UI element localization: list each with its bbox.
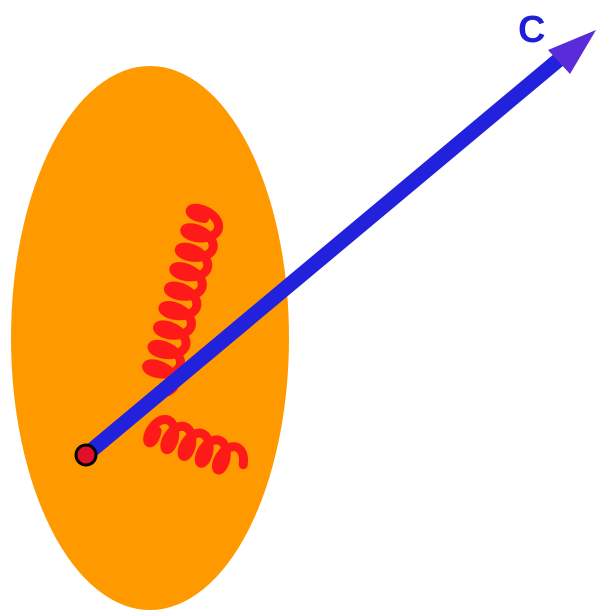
- red-coils: [142, 203, 248, 475]
- coil-lower: [143, 415, 248, 475]
- origin-dot: [74, 443, 98, 467]
- arrow-head: [548, 30, 596, 74]
- arrow-label-c: C: [518, 9, 545, 51]
- arrow-shaft: [78, 49, 570, 463]
- orange-ellipse: [11, 66, 289, 610]
- coil-upper: [142, 203, 224, 399]
